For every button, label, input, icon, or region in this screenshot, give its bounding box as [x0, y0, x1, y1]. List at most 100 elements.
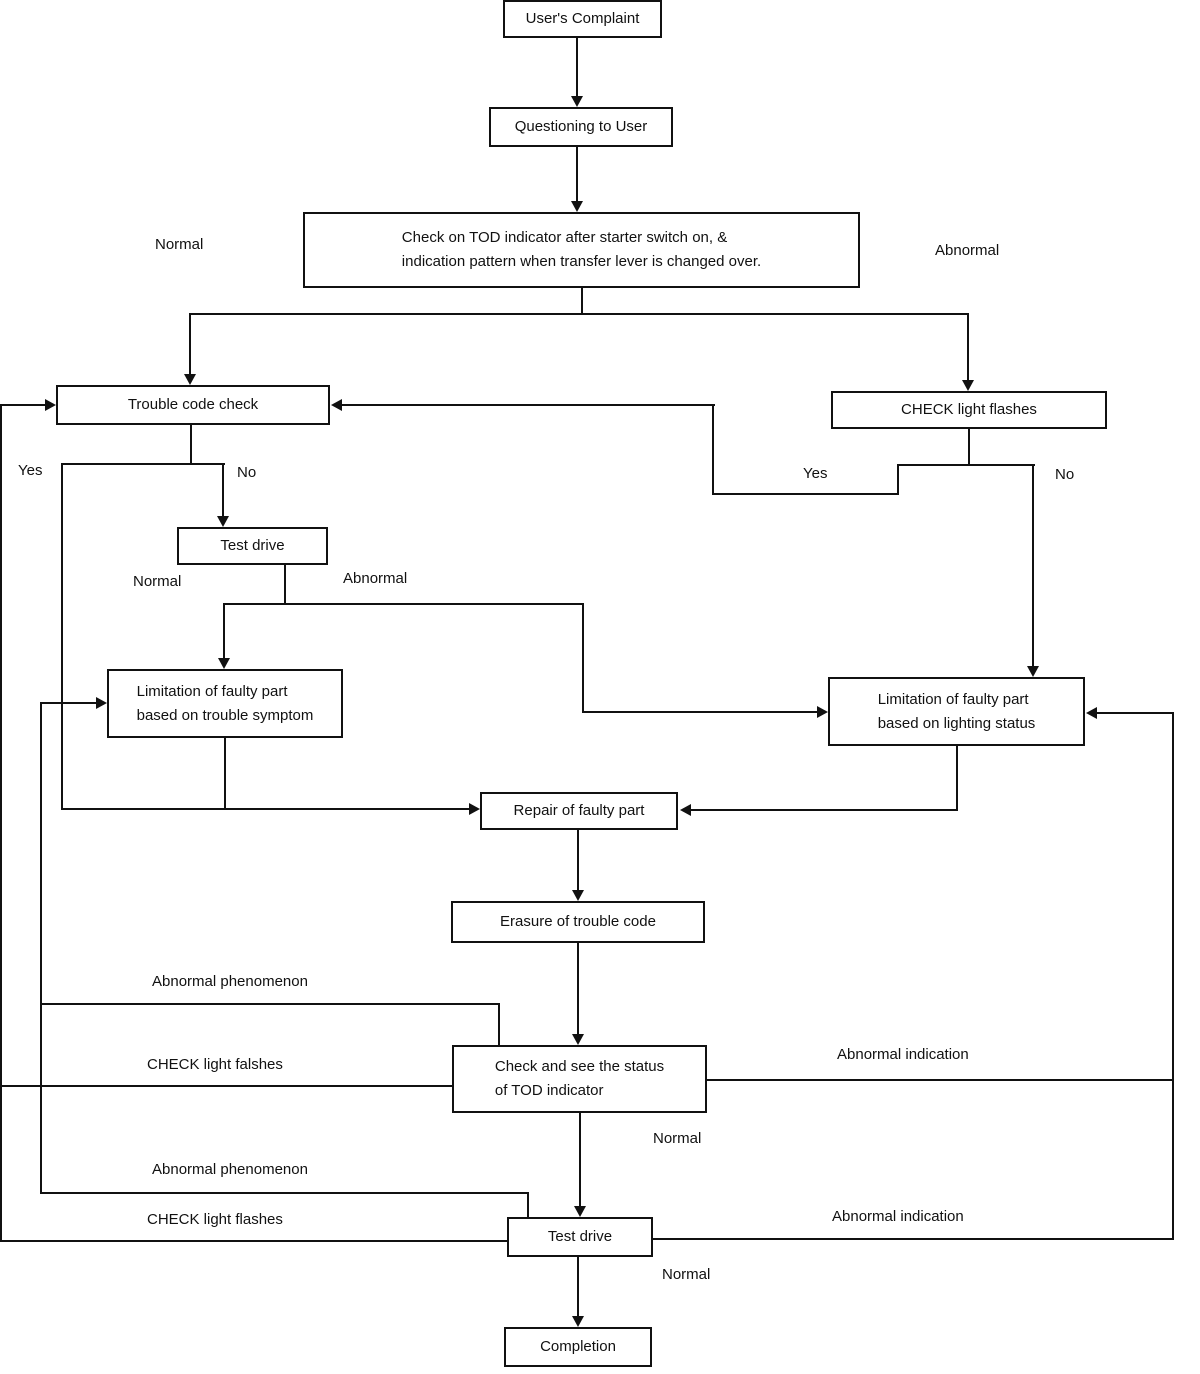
edge-yes-right-into-trouble-code — [341, 404, 715, 406]
edge-label-yes-right: Yes — [803, 465, 828, 482]
edge-check-split-stem — [581, 288, 583, 315]
edge-abnormal-to-limit-lighting — [583, 711, 817, 713]
edge-normal-to-limit-symptom — [223, 603, 225, 659]
arrowhead-down — [217, 516, 229, 527]
node-label: Test drive — [547, 1228, 613, 1245]
edge-label-yes-left: Yes — [18, 462, 43, 479]
edge-abnormal-phenomenon-1 — [41, 1003, 500, 1005]
arrowhead-down — [1027, 666, 1039, 677]
edge-label-abnormal-top: Abnormal — [935, 242, 1000, 259]
edge-label-abnormal-phenomenon-2: Abnormal phenomenon — [152, 1161, 308, 1178]
arrowhead-down — [571, 201, 583, 212]
node-label: Trouble code check — [127, 396, 259, 413]
arrowhead-right — [96, 697, 107, 709]
arrowhead-right — [469, 803, 480, 815]
node-limitation-trouble-symptom: Limitation of faulty part based on troub… — [107, 669, 343, 738]
arrowhead-down — [962, 380, 974, 391]
edge-label-normal-test2: Normal — [662, 1266, 711, 1283]
arrowhead-right — [45, 399, 56, 411]
node-limitation-lighting-status: Limitation of faulty part based on light… — [828, 677, 1085, 746]
node-label: CHECK light flashes — [901, 401, 1037, 418]
node-label: Completion — [540, 1338, 616, 1355]
node-label: Limitation of faulty part based on troub… — [136, 682, 314, 724]
node-test-drive-2: Test drive — [507, 1217, 653, 1257]
edge-limit-symptom-stem — [224, 738, 226, 810]
node-repair-faulty-part: Repair of faulty part — [480, 792, 678, 830]
edge-no-to-test-drive — [222, 463, 224, 517]
edge-abnormal-phenomenon-2 — [41, 1192, 529, 1194]
edge-yes-right-down — [897, 464, 899, 495]
node-check-light-flashes: CHECK light flashes — [831, 391, 1107, 429]
arrowhead-down — [572, 1034, 584, 1045]
edge-yes-right-horizontal — [713, 493, 899, 495]
edge-label-check-light-falshes-1: CHECK light falshes — [147, 1056, 283, 1073]
arrowhead-right — [817, 706, 828, 718]
arrowhead-down — [184, 374, 196, 385]
edge-abnormal-branch — [967, 313, 969, 381]
edge-feedback-left-vertical — [40, 702, 42, 1194]
node-trouble-code-check: Trouble code check — [56, 385, 330, 425]
node-label: Questioning to User — [514, 118, 648, 135]
edge-feedback-into-trouble-code — [0, 404, 45, 406]
edge-trouble-code-split — [62, 463, 225, 465]
arrowhead-left — [331, 399, 342, 411]
edge-feedback-right-vertical — [1172, 712, 1174, 1240]
edge-test-drive1-split — [224, 603, 584, 605]
edge-abnormal-down — [582, 603, 584, 713]
edge-label-normal-top: Normal — [155, 236, 204, 253]
node-initial-check: Check on TOD indicator after starter swi… — [303, 212, 860, 288]
edge-yes-down-long — [61, 463, 63, 810]
edge-feedback-into-limit-symptom — [41, 702, 96, 704]
edge-repair-erasure — [577, 830, 579, 891]
edge-testdrive2-completion — [577, 1257, 579, 1317]
edge-trouble-code-stem — [190, 425, 192, 465]
edge-complaint-questioning — [576, 38, 578, 96]
node-label: Check on TOD indicator after starter swi… — [401, 229, 762, 270]
edge-no-right-to-limit-lighting — [1032, 464, 1034, 666]
arrowhead-left — [680, 804, 691, 816]
edge-into-repair-right — [691, 809, 958, 811]
edge-limit-lighting-stem — [956, 746, 958, 811]
edge-label-abnormal-test1: Abnormal — [343, 570, 408, 587]
edge-into-limit-lighting-right — [1097, 712, 1174, 714]
edge-label-no-right: No — [1055, 466, 1075, 483]
edge-feedback-edge-vertical — [0, 404, 2, 1242]
node-completion: Completion — [504, 1327, 652, 1367]
edge-checkstatus-testdrive2 — [579, 1113, 581, 1207]
edge-check-light-stem — [968, 429, 970, 466]
arrowhead-down — [572, 890, 584, 901]
node-label: Limitation of faulty part based on light… — [877, 690, 1036, 732]
edge-yes-right-up — [712, 404, 714, 495]
node-erasure-trouble-code: Erasure of trouble code — [451, 901, 705, 943]
edge-questioning-check — [576, 147, 578, 202]
arrowhead-left — [1086, 707, 1097, 719]
edge-merge-into-repair-left — [62, 808, 469, 810]
edge-label-abnormal-indication-2: Abnormal indication — [832, 1208, 964, 1225]
edge-abnormal-indication-1 — [707, 1079, 1174, 1081]
arrowhead-down — [571, 96, 583, 107]
edge-check-light-split — [898, 464, 1035, 466]
edge-check-light-falshes-1 — [0, 1085, 452, 1087]
edge-label-normal-test1: Normal — [133, 573, 182, 590]
node-label: Erasure of trouble code — [500, 913, 656, 930]
node-label: Check and see the status of TOD indicato… — [494, 1058, 665, 1099]
node-label: Repair of faulty part — [513, 802, 645, 819]
edge-abnormal-phenomenon-1-stem — [498, 1003, 500, 1045]
node-users-complaint: User's Complaint — [503, 0, 662, 38]
node-check-tod-status: Check and see the status of TOD indicato… — [452, 1045, 707, 1113]
edge-label-normal-check-status: Normal — [653, 1130, 702, 1147]
node-label: Test drive — [220, 537, 285, 554]
node-test-drive-1: Test drive — [177, 527, 328, 565]
edge-test-drive1-stem — [284, 565, 286, 605]
edge-abnormal-indication-2 — [653, 1238, 1174, 1240]
edge-label-abnormal-indication-1: Abnormal indication — [837, 1046, 969, 1063]
edge-label-check-light-flashes-2: CHECK light flashes — [147, 1211, 283, 1228]
edge-check-split-horizontal — [190, 313, 968, 315]
edge-abnormal-phenomenon-2-stem — [527, 1192, 529, 1217]
arrowhead-down — [572, 1316, 584, 1327]
node-questioning-to-user: Questioning to User — [489, 107, 673, 147]
edge-label-no-left: No — [237, 464, 257, 481]
edge-erasure-checkstatus — [577, 943, 579, 1035]
arrowhead-down — [574, 1206, 586, 1217]
edge-label-abnormal-phenomenon-1: Abnormal phenomenon — [152, 973, 308, 990]
